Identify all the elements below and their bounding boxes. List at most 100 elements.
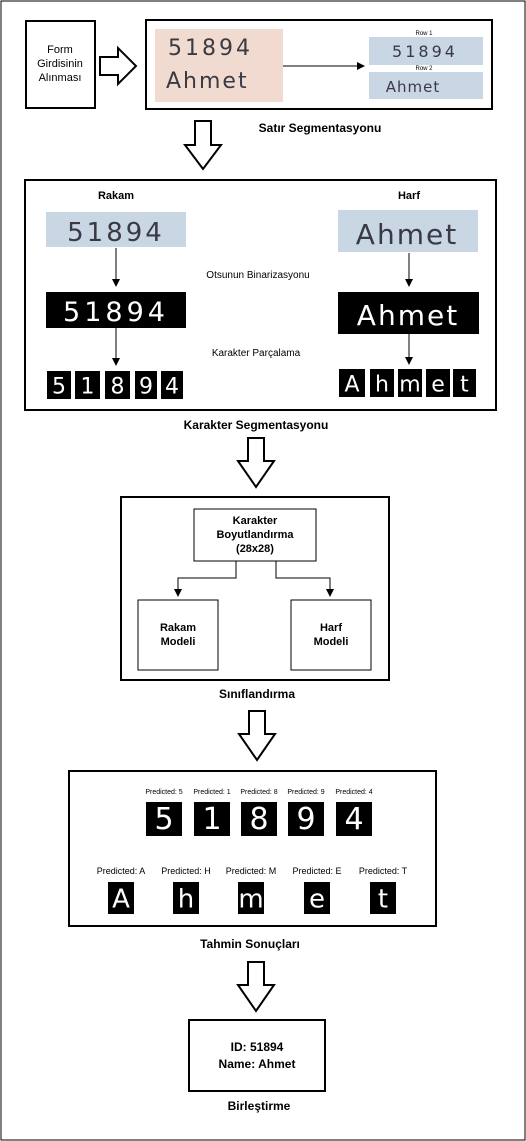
segmented-digit-char: 8	[111, 374, 125, 399]
merge-name-line: Name: Ahmet	[219, 1057, 296, 1071]
digit-strip	[46, 212, 186, 247]
predicted-letter-char: A	[112, 885, 130, 915]
predicted-digit-tile	[241, 802, 277, 836]
letter-binary-text: Ahmet	[357, 299, 459, 332]
row2-strip	[369, 72, 483, 99]
segmented-letter-char: A	[344, 372, 359, 397]
letter-prediction-label: Predicted: A	[97, 866, 146, 876]
predicted-letter-tile	[238, 882, 264, 914]
letter-predictions: Predicted: A A Predicted: H h Predicted: M m P…	[97, 866, 408, 915]
digit-prediction-label: Predicted: 5	[145, 789, 182, 796]
line-seg-title: Satır Segmentasyonu	[259, 121, 382, 135]
segmented-digit-tile	[47, 371, 71, 399]
row1-text: 51894	[392, 42, 458, 61]
predicted-letter-tile	[304, 882, 330, 914]
form-image-line1: 51894	[168, 36, 253, 61]
row2-label: Row 2	[415, 66, 433, 72]
form-image-line2: Ahmet	[166, 69, 249, 94]
segmented-letter-char: m	[399, 372, 420, 397]
to-letter-model-arrow	[275, 561, 334, 597]
char-seg-title: Karakter Segmentasyonu	[184, 418, 329, 432]
digit-prediction-label: Predicted: 8	[240, 789, 277, 796]
letter-model-label-2: Modeli	[314, 636, 349, 648]
predicted-letter-char: m	[238, 885, 263, 915]
resize-box	[193, 508, 317, 562]
digit-header: Rakam	[98, 190, 134, 202]
row2-text: Ahmet	[386, 78, 441, 96]
predicted-letter-tile	[173, 882, 199, 914]
segmented-letter-tile	[453, 369, 476, 397]
segmented-digit-tile	[161, 371, 183, 399]
merge-box	[188, 1019, 326, 1092]
predicted-letter-char: e	[309, 885, 325, 915]
predicted-digit-tile	[194, 802, 230, 836]
digit-model-box	[137, 599, 219, 671]
hollow-down-arrow-icon	[236, 437, 276, 489]
row1-strip	[369, 37, 483, 65]
digit-prediction-label: Predicted: 4	[335, 789, 372, 796]
letter-strip	[338, 210, 478, 252]
digit-binary-text: 51894	[63, 297, 169, 328]
letter-prediction-label: Predicted: H	[161, 866, 211, 876]
predicted-digit-char: 8	[249, 802, 268, 837]
letter-binary	[338, 292, 479, 334]
segmented-letter-char: h	[375, 372, 389, 397]
segmented-digit-char: 1	[81, 374, 95, 399]
letter-prediction-label: Predicted: T	[359, 866, 408, 876]
digit-prediction-label: Predicted: 9	[287, 789, 324, 796]
resize-label-1: Karakter	[233, 515, 278, 527]
input-label-2: Girdisinin	[37, 58, 83, 70]
letter-prediction-label: Predicted: M	[226, 866, 277, 876]
digit-binary	[46, 292, 186, 328]
letter-model-box	[290, 599, 372, 671]
predicted-digit-tile	[146, 802, 182, 836]
resize-label-3: (28x28)	[236, 543, 274, 555]
predicted-digit-tile	[336, 802, 372, 836]
hollow-down-arrow-icon	[183, 120, 223, 171]
results-title: Tahmin Sonuçları	[200, 937, 300, 951]
digit-model-label-1: Rakam	[160, 622, 196, 634]
hollow-down-arrow-icon	[237, 710, 277, 762]
letter-header: Harf	[398, 190, 420, 202]
segmented-letter-tile	[370, 369, 394, 397]
segmented-letter-tile	[426, 369, 450, 397]
predicted-digit-char: 1	[202, 802, 221, 837]
segmented-digit-char: 5	[52, 374, 66, 399]
predicted-letter-char: h	[178, 885, 194, 915]
segmented-digit-char: 9	[139, 374, 153, 399]
input-box	[25, 20, 96, 109]
binarize-label: Otsunun Binarizasyonu	[206, 270, 309, 281]
input-label-3: Alınması	[39, 72, 82, 84]
segmented-letter-tile	[339, 369, 365, 397]
segmented-letter-tile	[398, 369, 422, 397]
predicted-digit-tile	[288, 802, 324, 836]
hollow-down-arrow-icon	[236, 961, 276, 1013]
resize-label-2: Boyutlandırma	[216, 529, 294, 541]
form-image	[155, 29, 283, 102]
letter-strip-text: Ahmet	[356, 218, 458, 251]
to-digit-model-arrow	[174, 561, 237, 597]
row1-label: Row 1	[415, 31, 433, 37]
predicted-letter-tile	[108, 882, 134, 914]
predicted-letter-char: t	[378, 885, 388, 915]
merge-id-line: ID: 51894	[231, 1040, 284, 1054]
segmented-digit-tile	[75, 371, 100, 399]
input-label-1: Form	[47, 44, 73, 56]
letter-model-label-1: Harf	[320, 622, 342, 634]
predicted-letter-tile	[370, 882, 396, 914]
classify-title: Sınıflandırma	[219, 687, 295, 701]
letter-prediction-label: Predicted: E	[292, 866, 341, 876]
digit-strip-text: 51894	[67, 218, 165, 248]
predicted-digit-char: 4	[344, 802, 363, 837]
digit-model-label-2: Modeli	[161, 636, 196, 648]
split-label: Karakter Parçalama	[212, 348, 301, 359]
segmented-letter-char: t	[460, 372, 469, 397]
segmented-digit-char: 4	[165, 374, 179, 399]
predicted-digit-char: 5	[154, 802, 173, 837]
